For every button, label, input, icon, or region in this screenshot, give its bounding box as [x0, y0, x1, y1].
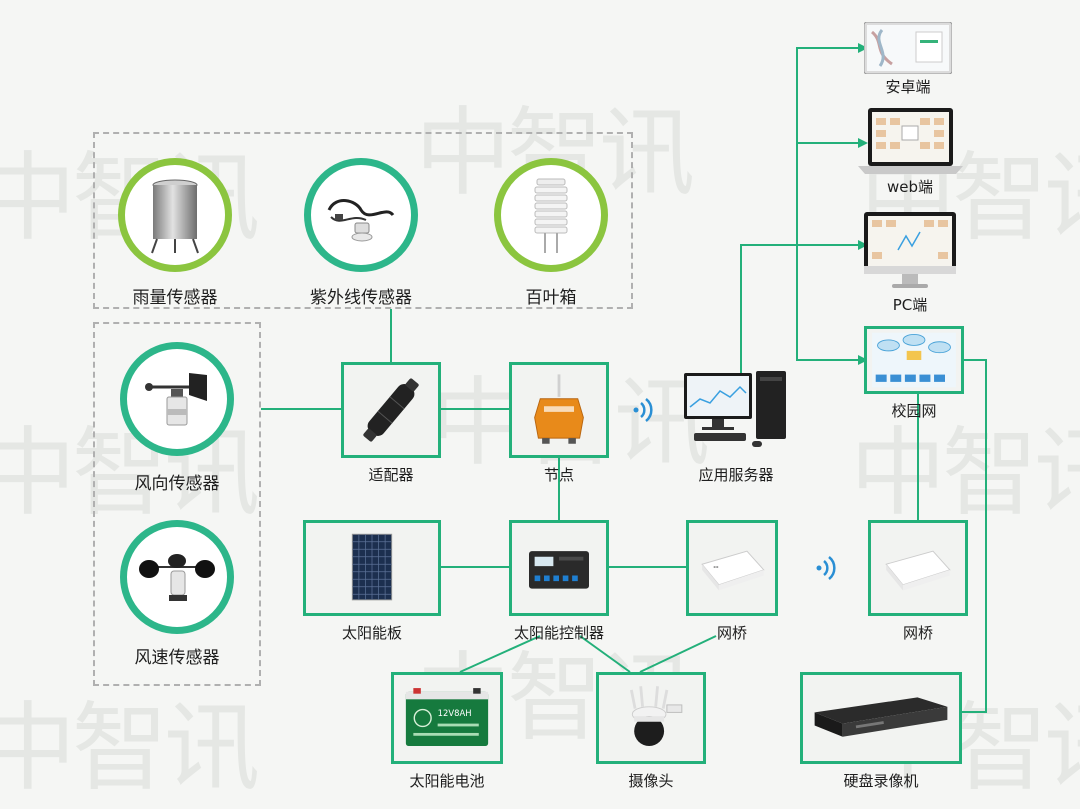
uv-sensor-icon [327, 199, 395, 242]
top-sensor-group [93, 132, 633, 309]
wind-dir-circle [120, 342, 234, 456]
adapter-icon [363, 378, 419, 442]
wind-speed-label: 风速传感器 [134, 648, 220, 668]
watermark: 中智讯 [0, 692, 260, 804]
node-label: 节点 [543, 466, 574, 484]
solar-panel-label: 太阳能板 [341, 624, 402, 642]
wind-dir-label: 风向传感器 [134, 474, 220, 494]
solar-panel-box [303, 520, 441, 616]
wifi-icon [633, 398, 653, 422]
battery-rating-text: 12V8AH [438, 708, 472, 718]
bridge-right-label: 网桥 [902, 624, 933, 642]
bridge-device-icon: ▪▪ [701, 550, 765, 591]
louver-box-icon [534, 178, 568, 253]
app-server-label: 应用服务器 [698, 466, 774, 484]
bridge-left-box: ▪▪ [686, 520, 778, 616]
bridge-device-icon [885, 550, 951, 591]
watermark: 中智讯 [850, 417, 1080, 529]
wind-sensor-group [93, 322, 261, 686]
bridge-right-box [868, 520, 968, 616]
dome-camera-icon [629, 686, 683, 747]
adapter-label: 适配器 [368, 466, 414, 484]
campus-screen-icon [872, 332, 956, 388]
uv-sensor-label: 紫外线传感器 [310, 288, 412, 308]
tablet-icon [863, 21, 953, 75]
solar-controller-label: 太阳能控制器 [513, 624, 604, 642]
node-box [509, 362, 609, 458]
wifi-icon [816, 556, 836, 580]
charge-controller-icon [529, 551, 589, 589]
louver-box-circle [494, 158, 608, 272]
wind-vane-icon [145, 373, 207, 426]
rain-sensor-circle [118, 158, 232, 272]
rain-sensor-label: 雨量传感器 [132, 288, 218, 308]
camera-box [596, 672, 706, 764]
web-label: web端 [886, 178, 934, 196]
nvr-icon [814, 697, 948, 737]
laptop-icon [858, 108, 963, 174]
web-device [858, 106, 963, 176]
nvr-label: 硬盘录像机 [843, 772, 919, 790]
battery-icon: 12V8AH [405, 688, 489, 747]
uv-sensor-circle [304, 158, 418, 272]
adapter-box [341, 362, 441, 458]
node-icon [534, 374, 584, 444]
camera-label: 摄像头 [628, 772, 674, 790]
battery-box: 12V8AH [391, 672, 503, 764]
svg-text:▪▪: ▪▪ [713, 565, 719, 569]
nvr-box [800, 672, 962, 764]
monitor-icon [864, 212, 956, 288]
campus-label: 校园网 [891, 402, 937, 420]
android-device [863, 21, 953, 75]
pc-device [864, 212, 956, 290]
wind-speed-circle [120, 520, 234, 634]
louver-box-label: 百叶箱 [525, 288, 577, 308]
bridge-left-label: 网桥 [716, 624, 747, 642]
rain-gauge-icon [151, 179, 199, 254]
solar-controller-box [509, 520, 609, 616]
server-pc-icon [684, 371, 786, 447]
android-label: 安卓端 [885, 78, 931, 96]
campus-box [864, 326, 964, 394]
pc-label: PC端 [892, 296, 928, 314]
battery-label: 太阳能电池 [409, 772, 485, 790]
anemometer-icon [139, 554, 215, 601]
solar-panel-icon [351, 533, 393, 601]
